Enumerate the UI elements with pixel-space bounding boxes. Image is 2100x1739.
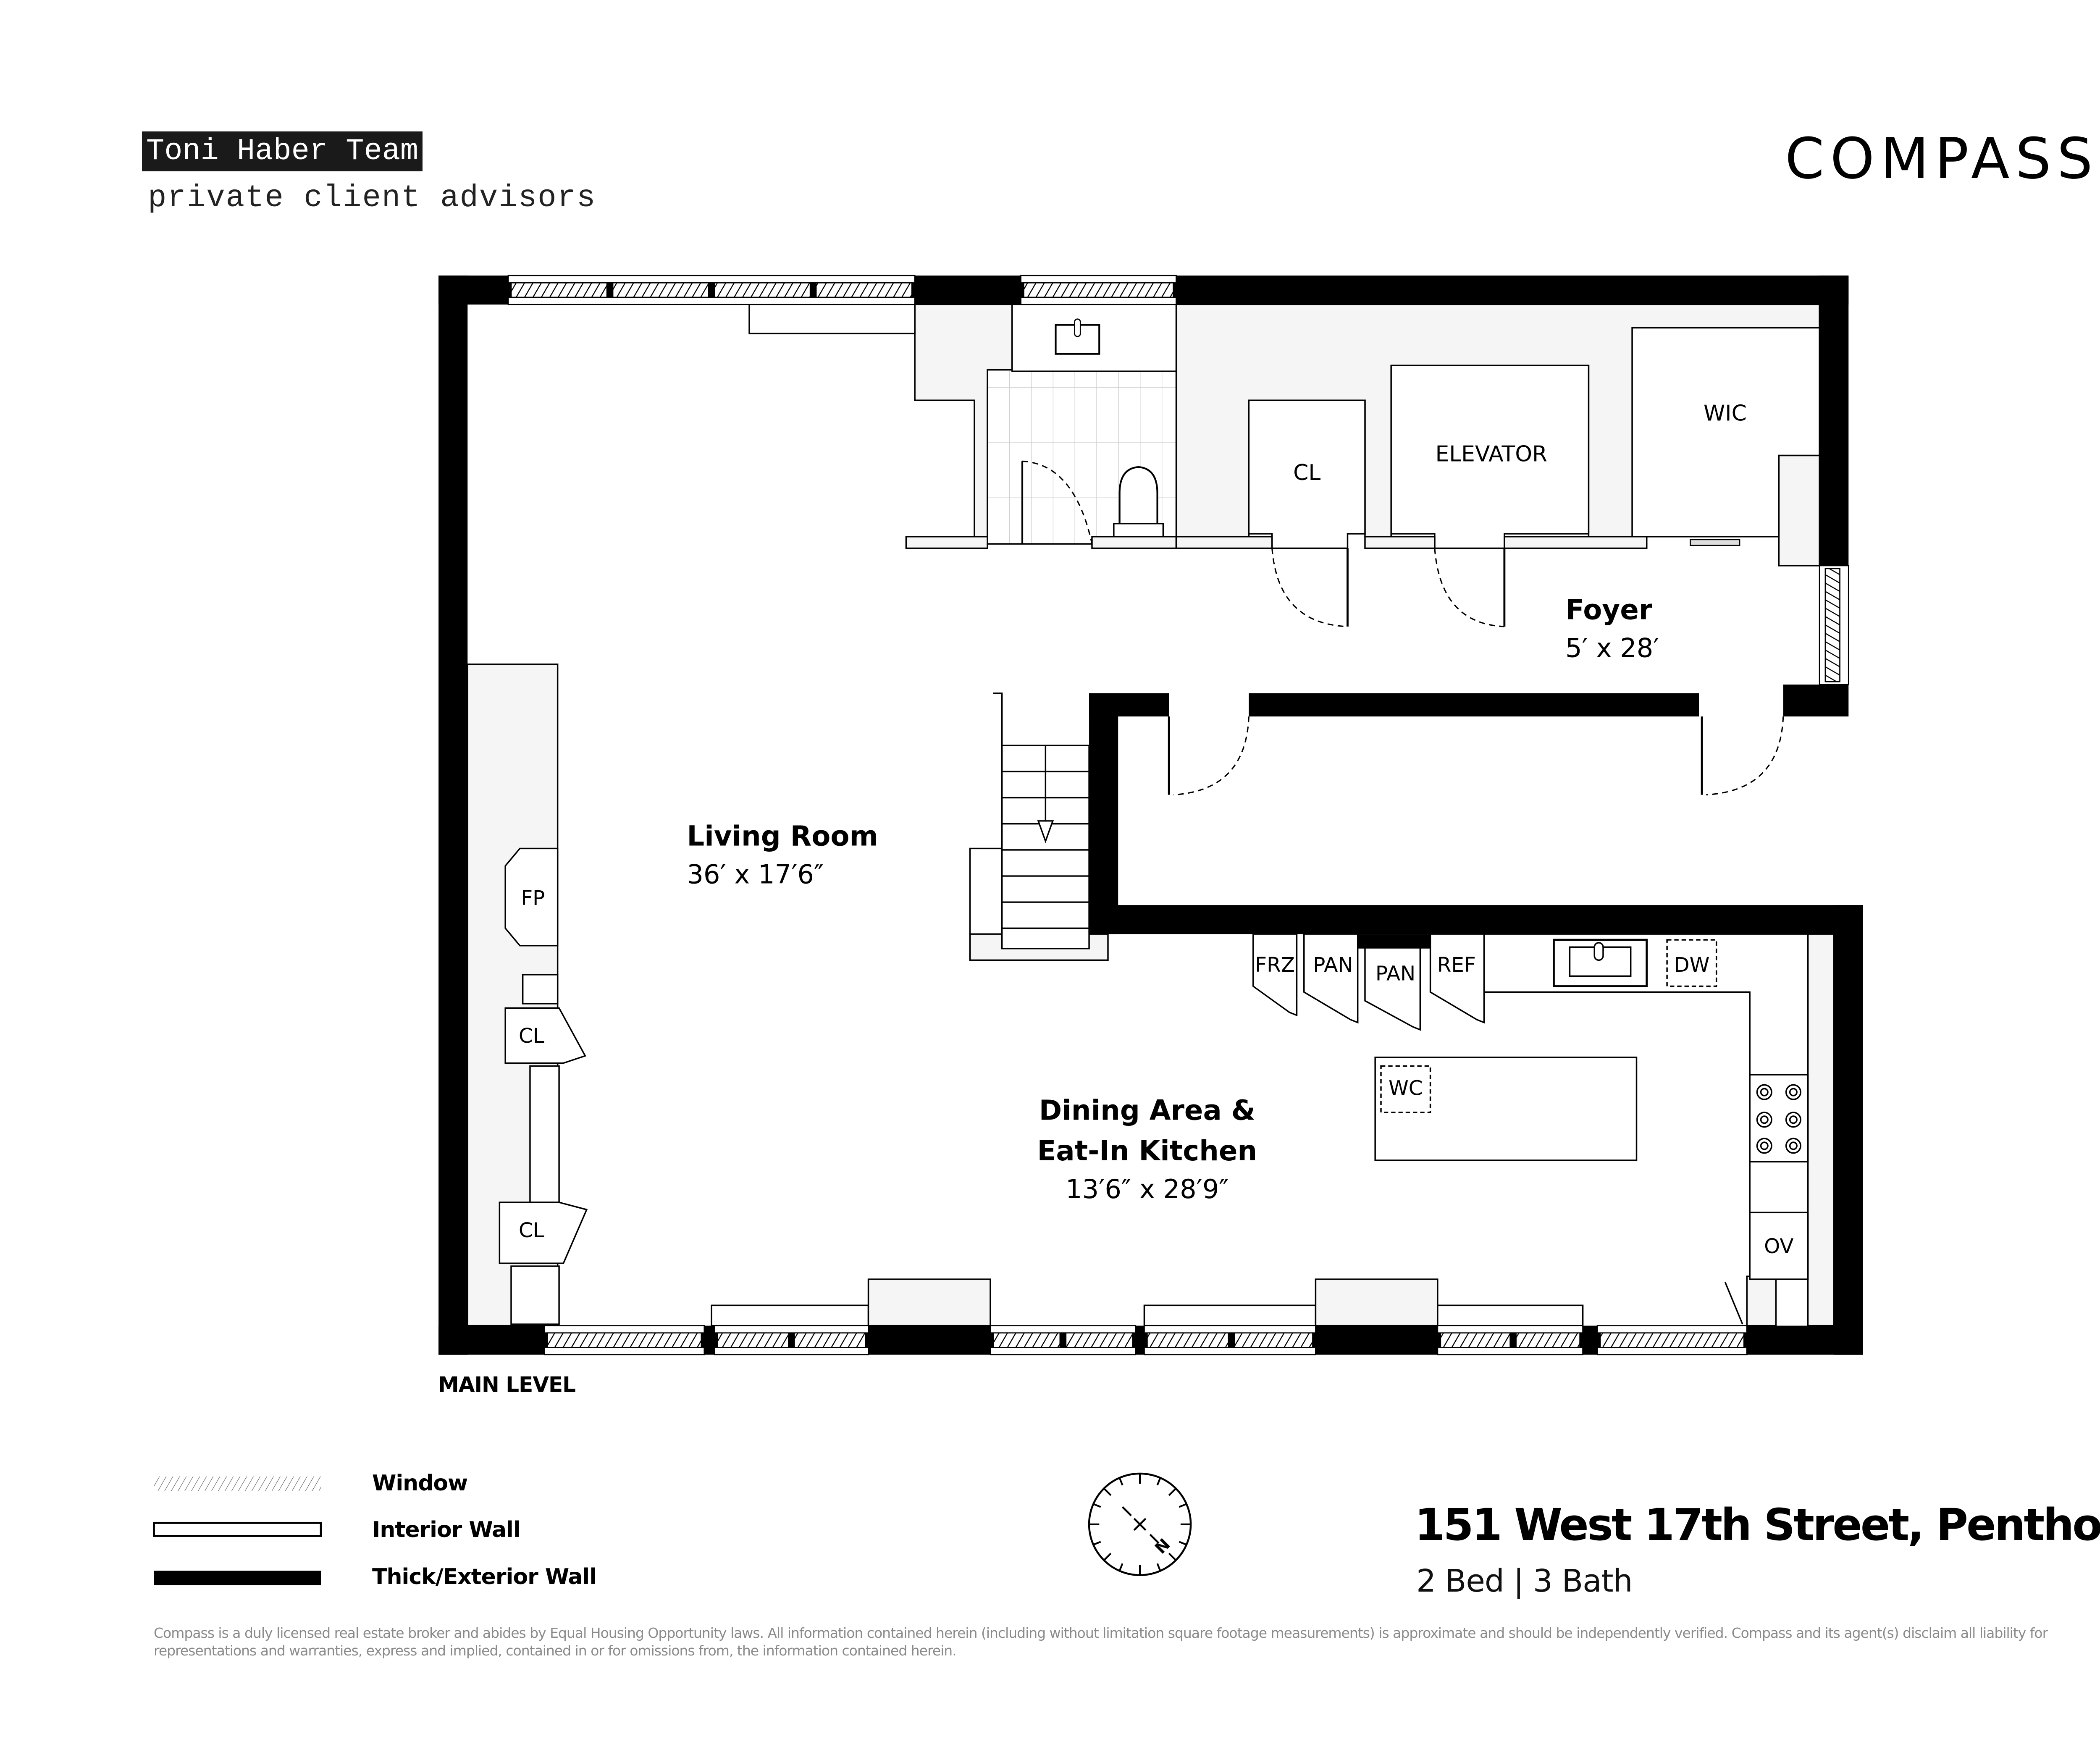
living-room-label: Living Room (687, 821, 878, 852)
foyer-label: Foyer (1565, 594, 1653, 626)
legal-disclaimer: Compass is a duly licensed real estate b… (154, 1625, 2048, 1659)
kitchen (1252, 933, 1809, 1325)
foyer-dimensions: 5′ x 28′ (1565, 633, 1659, 664)
team-name-badge: Toni Haber Team (142, 131, 423, 171)
staircase (969, 692, 1090, 960)
interior-wall-icon (153, 1521, 322, 1537)
west-built-ins (499, 847, 588, 1325)
door-swings (1168, 539, 1784, 796)
legend-exterior-wall-label: Thick/Exterior Wall (372, 1564, 597, 1589)
pantry-label-2: PAN (1376, 962, 1415, 986)
team-name: Toni Haber Team (146, 134, 419, 168)
closet-label-west-1: CL (519, 1024, 544, 1048)
bathroom (905, 304, 1177, 549)
closet-2 (499, 1201, 588, 1264)
dining-label-line1: Dining Area & (1039, 1094, 1255, 1126)
closet-1 (504, 1007, 586, 1064)
foyer-closets (1175, 327, 1820, 549)
oven (1749, 1212, 1809, 1280)
dining-dimensions: 13′6″ x 28′9″ (1066, 1174, 1229, 1204)
closet-label-west-2: CL (519, 1219, 544, 1242)
level-label: MAIN LEVEL (438, 1372, 576, 1397)
compass-rose-icon: N (1088, 1472, 1192, 1576)
window-hatch-icon (154, 1476, 321, 1491)
pantry-label-1: PAN (1313, 953, 1353, 977)
freezer-label: FRZ (1255, 953, 1295, 977)
fireplace (504, 847, 559, 947)
compass-logo: COMPASS (1785, 126, 2099, 191)
wine-cooler-label: WC (1389, 1077, 1423, 1100)
dining-label-line2: Eat-In Kitchen (1037, 1135, 1257, 1167)
legend-interior-wall-label: Interior Wall (372, 1517, 521, 1542)
oven-label: OV (1764, 1235, 1793, 1258)
legend-window-label: Window (372, 1471, 468, 1496)
dishwasher (1666, 939, 1717, 987)
refrigerator-label: REF (1437, 953, 1476, 977)
elevator-label: ELEVATOR (1435, 441, 1547, 467)
room-labels: Living Room 36′ x 17′6″ Foyer 5′ x 28′ D… (519, 401, 1793, 1258)
built-in-counter (748, 304, 916, 335)
toilet-icon (1113, 466, 1164, 545)
wic-label: WIC (1704, 401, 1747, 426)
legend-swatches (153, 1476, 322, 1585)
listing-beds-baths: 2 Bed | 3 Bath (1416, 1563, 1633, 1599)
closet-label: CL (1293, 460, 1320, 485)
dishwasher-label: DW (1674, 953, 1709, 977)
team-tagline: private client advisors (148, 181, 596, 216)
living-room-dimensions: 36′ x 17′6″ (687, 859, 824, 889)
south-built-ins (711, 1278, 1584, 1327)
windows (507, 275, 1849, 1356)
listing-address: 151 West 17th Street, Penthouse F (1415, 1499, 2100, 1550)
wine-cooler (1380, 1065, 1431, 1113)
exterior-wall-icon (154, 1571, 321, 1585)
fireplace-label: FP (521, 887, 545, 910)
